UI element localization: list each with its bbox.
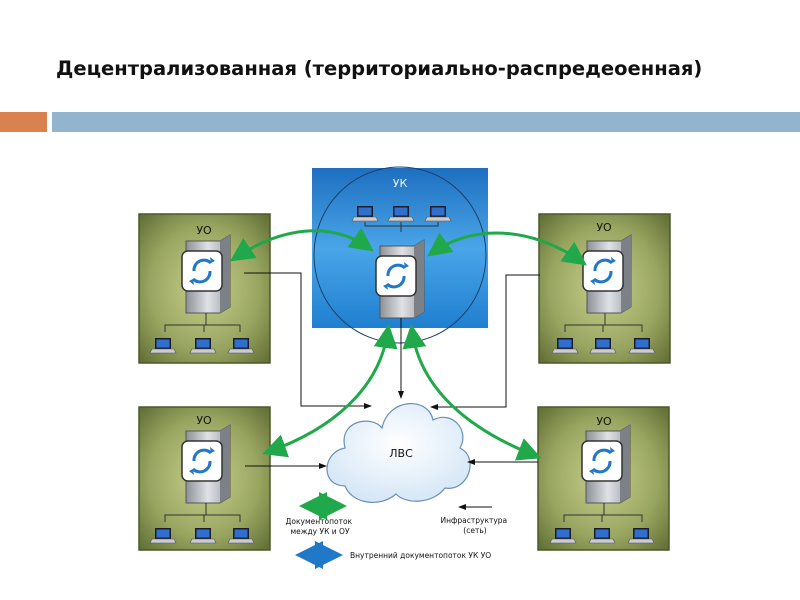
- server-icon: [180, 423, 232, 505]
- slide-title: Децентрализованная (территориально-распр…: [56, 57, 703, 80]
- center-node-uk: УК: [312, 166, 488, 344]
- server-icon: [180, 233, 232, 315]
- unit-node-br: УО: [537, 406, 670, 551]
- unit-node-label: УО: [596, 221, 612, 234]
- legend-green-label: Документопоток между УК и ОУ: [286, 517, 355, 536]
- server-icon: [374, 238, 426, 320]
- lan-cloud: ЛВС: [326, 403, 471, 503]
- center-node-label: УК: [393, 177, 408, 190]
- legend-infrastructure-label: Инфраструктура (сеть): [440, 516, 509, 535]
- unit-node-label: УО: [196, 224, 212, 237]
- legend-blue-label: Внутренний документопоток УК УО: [350, 551, 491, 560]
- unit-node-tl: УО: [138, 213, 271, 364]
- header-bar: [52, 112, 800, 132]
- legend: Документопоток между УК и ОУ Инфраструкт…: [286, 492, 509, 569]
- server-icon: [581, 233, 633, 315]
- unit-node-label: УО: [196, 414, 212, 427]
- unit-node-label: УО: [596, 415, 612, 428]
- unit-node-bl: УО: [138, 406, 271, 551]
- server-icon: [580, 423, 632, 505]
- document-flow-arrows: [230, 227, 587, 461]
- unit-node-tr: УО: [538, 213, 671, 364]
- accent-bar: [0, 112, 47, 132]
- network-label: ЛВС: [389, 447, 413, 460]
